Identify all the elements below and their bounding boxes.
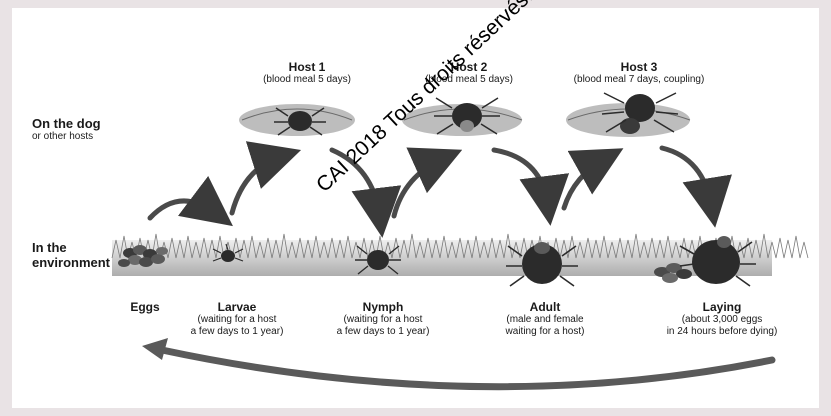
host-1-name: Host 1 bbox=[252, 60, 362, 74]
stage-eggs-name: Eggs bbox=[120, 300, 170, 314]
host-3-label: Host 3 (blood meal 7 days, coupling) bbox=[564, 60, 714, 85]
cycle-arrows bbox=[150, 148, 712, 218]
stage-laying-sub-2: in 24 hours before dying) bbox=[652, 326, 792, 338]
stage-laying-label: Laying (about 3,000 eggs in 24 hours bef… bbox=[652, 300, 792, 338]
environment-row-heading-2: environment bbox=[32, 255, 110, 270]
stage-larvae-sub-1: (waiting for a host bbox=[178, 314, 296, 326]
stage-larvae-sub-2: a few days to 1 year) bbox=[178, 326, 296, 338]
stage-larvae-label: Larvae (waiting for a host a few days to… bbox=[178, 300, 296, 338]
environment-row-heading-1: In the bbox=[32, 240, 110, 255]
environment-row-title: In the environment bbox=[32, 240, 110, 270]
stage-larvae-name: Larvae bbox=[178, 300, 296, 314]
stage-adult-label: Adult (male and female waiting for a hos… bbox=[490, 300, 600, 338]
host-1-label: Host 1 (blood meal 5 days) bbox=[252, 60, 362, 85]
stage-adult-sub-1: (male and female bbox=[490, 314, 600, 326]
return-arrow bbox=[142, 338, 772, 387]
host-3-name: Host 3 bbox=[564, 60, 714, 74]
stage-nymph-sub-1: (waiting for a host bbox=[324, 314, 442, 326]
stage-laying-name: Laying bbox=[652, 300, 792, 314]
stage-nymph-label: Nymph (waiting for a host a few days to … bbox=[324, 300, 442, 338]
dog-row-subheading: or other hosts bbox=[32, 131, 101, 142]
host-1-sub: (blood meal 5 days) bbox=[252, 74, 362, 85]
stage-adult-name: Adult bbox=[490, 300, 600, 314]
host-3-sub: (blood meal 7 days, coupling) bbox=[564, 74, 714, 85]
dog-row-title: On the dog or other hosts bbox=[32, 116, 101, 142]
stage-adult-sub-2: waiting for a host) bbox=[490, 326, 600, 338]
stage-eggs-label: Eggs bbox=[120, 300, 170, 314]
dog-row-heading: On the dog bbox=[32, 116, 101, 131]
stage-nymph-name: Nymph bbox=[324, 300, 442, 314]
stage-nymph-sub-2: a few days to 1 year) bbox=[324, 326, 442, 338]
stage-laying-sub-1: (about 3,000 eggs bbox=[652, 314, 792, 326]
diagram-canvas: On the dog or other hosts In the environ… bbox=[12, 8, 819, 408]
